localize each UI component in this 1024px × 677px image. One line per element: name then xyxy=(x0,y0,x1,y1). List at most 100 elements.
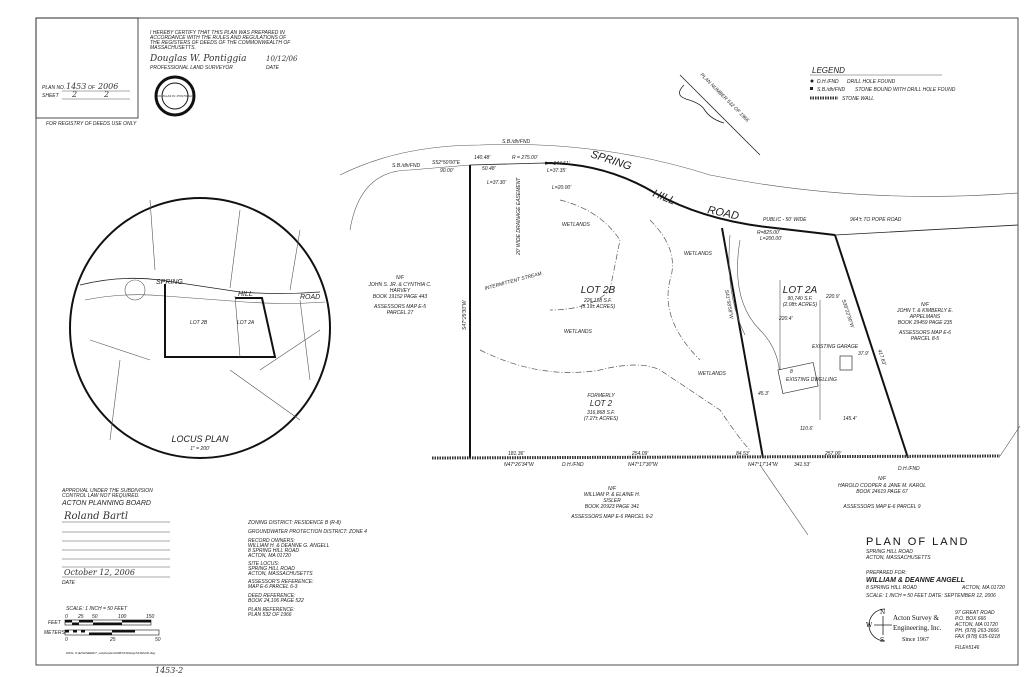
scale-label-text: SCALE: 1 INCH = 50 FEET xyxy=(66,606,128,612)
legend-items-0-symbol-text: D.H./FND xyxy=(817,79,839,85)
survey-labels-l20-text: L=20.00' xyxy=(552,185,572,191)
title-block-address-3-text: PH. (978) 263-3666 xyxy=(955,628,999,634)
survey-labels-bottom-341-text: 341.53' xyxy=(794,462,811,468)
line-mark xyxy=(721,227,764,459)
abutters-appelmans-parcel-text: PARCEL 8-5 xyxy=(911,336,939,342)
abutters-cooper-lines-1-text: BOOK 24619 PAGE 67 xyxy=(856,489,908,495)
path-mark xyxy=(728,234,746,336)
survey-labels-l37b-text: L=37.35' xyxy=(547,168,567,174)
notes-2-3-text: ACTON, MA 01720 xyxy=(247,553,291,559)
survey-labels-d145-text: 145.4' xyxy=(843,416,858,422)
surveyor-certification: I HEREBY CERTIFY THAT THIS PLAN WAS PREP… xyxy=(149,30,298,71)
lots-wetlands-text: WETLANDS xyxy=(564,329,592,335)
plan-title: PLAN OF LAND xyxy=(866,536,969,548)
lots-former-area-text: 316,868 S.F. xyxy=(587,410,615,416)
rect-mark xyxy=(79,620,93,623)
abutters-appelmans-lines-1-text: APPELMANS xyxy=(909,314,941,320)
plan-no: 1453 xyxy=(66,82,86,91)
path-mark xyxy=(84,294,326,304)
path-mark xyxy=(544,162,836,236)
abutters-harvey-nf-text: N/F xyxy=(396,275,405,281)
scale-meters-ticks-2-text: 50 xyxy=(155,637,161,643)
property-lines xyxy=(431,165,1021,536)
survey-labels-sb-top-text: S.B./dh/FND xyxy=(502,139,530,145)
existing-garage xyxy=(839,355,853,371)
title-block-file-text: FILE#5146 xyxy=(955,645,980,651)
locus-lot2b-text: LOT 2B xyxy=(190,320,208,326)
path-mark xyxy=(79,277,321,294)
compass-logo-icon: N S W xyxy=(866,608,892,644)
survey-labels-bearing-top-text: S52°50'00"E xyxy=(432,160,461,166)
line-mark xyxy=(834,234,909,459)
abutters-sisler-lines-2-text: BOOK 20923 PAGE 341 xyxy=(585,504,640,510)
survey-labels-intermittent-text: INTERMITTENT STREAM xyxy=(484,271,543,292)
lots-garage-text: EXISTING GARAGE xyxy=(812,344,859,350)
locus-hill-text: HILL xyxy=(238,291,253,298)
abutters-appelmans-map-text: ASSESSORS MAP E-6 xyxy=(898,330,951,336)
path-mark xyxy=(549,199,621,311)
title-block-compass-2-text: W xyxy=(866,622,873,629)
notes-4-0-text: ASSESSOR'S REFERENCE: xyxy=(247,579,314,585)
survey-labels-dh-fnd-text: D.H./FND xyxy=(562,462,584,468)
certification-date: 10/12/06 xyxy=(266,55,298,63)
scale-bar: SCALE: 1 INCH = 50 FEET 0 25 50 100 150 … xyxy=(44,606,161,655)
planning-board-approval-1-text: CONTROL LAW NOT REQUIRED. xyxy=(62,493,140,499)
locus-spring-text: SPRING xyxy=(156,279,183,286)
registry-use-label: FOR REGISTRY OF DEEDS USE ONLY xyxy=(46,121,137,127)
abutters-harvey-lines-2-text: BOOK 19152 PAGE 443 xyxy=(373,294,428,300)
certification-lines-1-text: ACCORDANCE WITH THE RULES AND REGULATION… xyxy=(149,35,287,41)
existing-dwelling xyxy=(777,362,819,394)
circle-mark xyxy=(161,82,189,110)
planning-board-date-label-text: DATE xyxy=(62,580,76,586)
abutters-harvey-map-text: ASSESSORS MAP E-5 xyxy=(373,304,426,310)
title-block-loc1-text: SPRING HILL ROAD xyxy=(866,549,913,555)
scale-meters-ticks-1-text: 25 xyxy=(109,637,116,643)
certification-lines-0-text: I HEREBY CERTIFY THAT THIS PLAN WAS PREP… xyxy=(150,30,285,36)
plan-notes: ZONING DISTRICT: RESIDENCE B (R-8) GROUN… xyxy=(247,520,367,618)
legend-items-1-desc-text: STONE BOUND WITH DRILL HOLE FOUND xyxy=(855,87,956,93)
title-block-compass-0-text: N xyxy=(880,609,885,616)
lot-2b-label: LOT 2B xyxy=(581,285,616,296)
path-mark xyxy=(679,84,725,124)
abutter-appelmans: N/F JOHN T. & KIMBERLY E. APPELMANS BOOK… xyxy=(896,302,953,342)
path-mark xyxy=(737,239,781,381)
title-block-client-city-text: ACTON, MA 01720 xyxy=(961,585,1005,591)
notes-3-0-text: SITE LOCUS: xyxy=(248,561,280,567)
lot-labels: LOT 2B 226,128 S.F. (5.19± ACRES) LOT 2A… xyxy=(562,222,859,422)
planning-board-board-text: ACTON PLANNING BOARD xyxy=(61,500,151,507)
road-public-text: PUBLIC - 50' WIDE xyxy=(763,217,807,223)
survey-dimensions: S.B./dh/FND S.B./dh/FND S52°50'00"E 90.0… xyxy=(392,139,920,472)
survey-labels-bottom-254-text: 254.09' xyxy=(631,451,649,457)
survey-labels-dist-50-text: 50.48' xyxy=(482,166,497,172)
survey-labels-easement-text: 20' WIDE DRAINAGE EASEMENT xyxy=(516,177,522,256)
rect-mark xyxy=(73,630,77,633)
rect-mark xyxy=(81,630,85,633)
title-block-loc2-text: ACTON, MASSACHUSETTS xyxy=(865,555,931,561)
lots-wetlands-text: WETLANDS xyxy=(684,251,712,257)
notes-6-1-text: PLAN 532 OF 1966 xyxy=(248,612,292,618)
scale-feet-label-text: FEET xyxy=(48,620,62,626)
road-curve1-text: R=825.00' xyxy=(757,230,781,236)
title-block-address-2-text: ACTON, MA 01720 xyxy=(954,622,998,628)
survey-labels-dh-fnd-right-text: D.H./FND xyxy=(898,466,920,472)
title-block-prepared-for-text: PREPARED FOR: xyxy=(866,570,907,576)
abutters-sisler-nf-text: N/F xyxy=(608,486,617,492)
abutters-cooper-map-text: ASSESSORS MAP E-6 PARCEL 9 xyxy=(842,504,920,510)
title-block-compass-1-text: S xyxy=(880,637,884,644)
plan-ref-arrow-text: PLAN NUMBER 532 OF 1966 xyxy=(699,72,750,123)
abutters-sisler-lines-1-text: SISLER xyxy=(603,498,621,504)
locus-plan-title: LOCUS PLAN xyxy=(171,434,229,444)
path-mark xyxy=(349,164,471,231)
abutter-harvey: N/F JOHN S. JR. & CYNTHIA C. HARVEY BOOK… xyxy=(368,275,432,316)
planning-board-approval-0-text: APPROVAL UNDER THE SUBDIVISION xyxy=(61,488,153,494)
rect-mark xyxy=(93,622,122,625)
survey-labels-sb-left-text: S.B./dh/FND xyxy=(392,163,420,169)
abutters-appelmans-lines-2-text: BOOK 29459 PAGE 235 xyxy=(898,320,953,326)
path-mark xyxy=(779,280,821,420)
client-name: WILLIAM & DEANNE ANGELL xyxy=(866,577,965,584)
survey-labels-bottom-181-text: 181.36' xyxy=(508,451,525,457)
survey-labels-d220-4-text: 220.4' xyxy=(778,316,794,322)
survey-labels-bottom-bearing2-text: N47°17'30"W xyxy=(628,462,659,468)
survey-labels-d45-text: 45.3' xyxy=(758,391,770,397)
line-mark xyxy=(431,454,1001,460)
